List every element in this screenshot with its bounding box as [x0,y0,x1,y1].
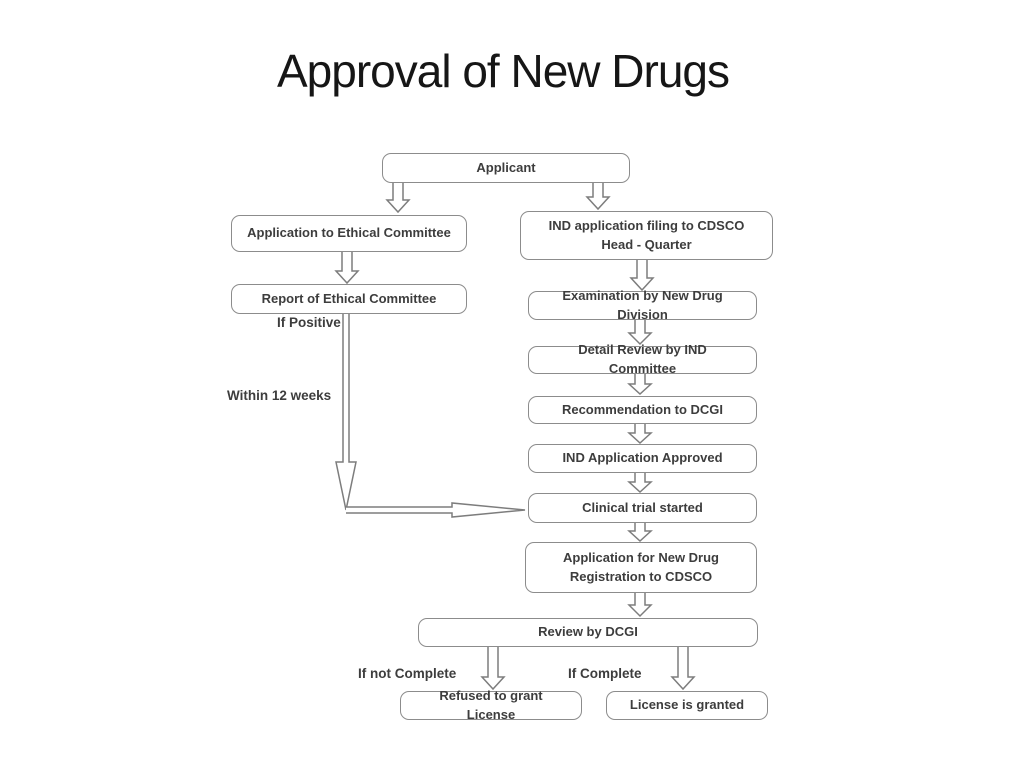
arrow-approved-to-clinical [627,473,653,494]
page-title: Approval of New Drugs [277,45,730,97]
arrow-merge-to-clinical [346,502,526,518]
flow-node-label: Detail Review by IND Committee [578,342,707,376]
flow-node-report-of-ethical-committee: Report of Ethical Committee [231,284,467,314]
arrow-applicant-to-ind [585,183,611,211]
flow-node-new-drug-registration: Application for New Drug Registration to… [525,542,757,593]
flow-node-label: Refused to grant License [439,687,543,722]
edge-label-if-not-complete: If not Complete [358,666,457,681]
edge-label-if-positive: If Positive [277,315,341,330]
flow-node-label: IND application filing to CDSCO Head - Q… [548,217,745,252]
flow-node-refused-to-grant-license: Refused to grant License [400,688,582,722]
arrow-registration-to-review [627,593,653,618]
flow-node-label: Report of Ethical Committee [261,290,437,306]
flow-node-recommendation-to-dcgi: Recommendation to DCGI [528,396,757,424]
flow-node-review-by-dcgi: Review by DCGI [418,618,758,647]
flow-node-label: IND Application Approved [562,450,723,466]
flow-node-label: Application to Ethical Committee [247,225,451,241]
arrow-review-to-refused [480,647,506,691]
edge-label-within-12-weeks: Within 12 weeks [227,388,332,403]
flow-node-examination-new-drug-division: Examination by New Drug Division [528,288,757,322]
arrow-ethical-to-report [334,252,360,285]
arrow-clinical-to-registration [627,523,653,543]
flow-node-label: Examination by New Drug Division [562,287,723,322]
flow-node-label: Application for New Drug Registration to… [563,549,719,584]
flow-node-clinical-trial-started: Clinical trial started [528,493,757,523]
arrow-recommendation-to-approved [627,424,653,445]
flow-node-label: Applicant [476,159,536,175]
flow-node-label: Clinical trial started [582,499,703,515]
edge-label-if-complete: If Complete [568,666,642,681]
flow-node-application-to-ethical-committee: Application to Ethical Committee [231,215,467,252]
flow-node-label: License is granted [629,697,745,713]
arrow-report-to-merge-long [335,313,357,511]
arrow-applicant-to-ethical [385,183,411,214]
flow-node-label: Recommendation to DCGI [561,401,724,417]
flow-node-label: Review by DCGI [538,624,638,640]
flow-node-license-is-granted: License is granted [606,691,768,720]
flow-node-applicant: Applicant [382,153,630,183]
flow-node-ind-application-approved: IND Application Approved [528,444,757,473]
flow-node-detail-review-ind-committee: Detail Review by IND Committee [528,342,757,376]
arrow-ind-to-examination [629,260,655,292]
arrow-review-to-granted [670,647,696,691]
flow-node-ind-application-filing: IND application filing to CDSCO Head - Q… [520,211,773,260]
